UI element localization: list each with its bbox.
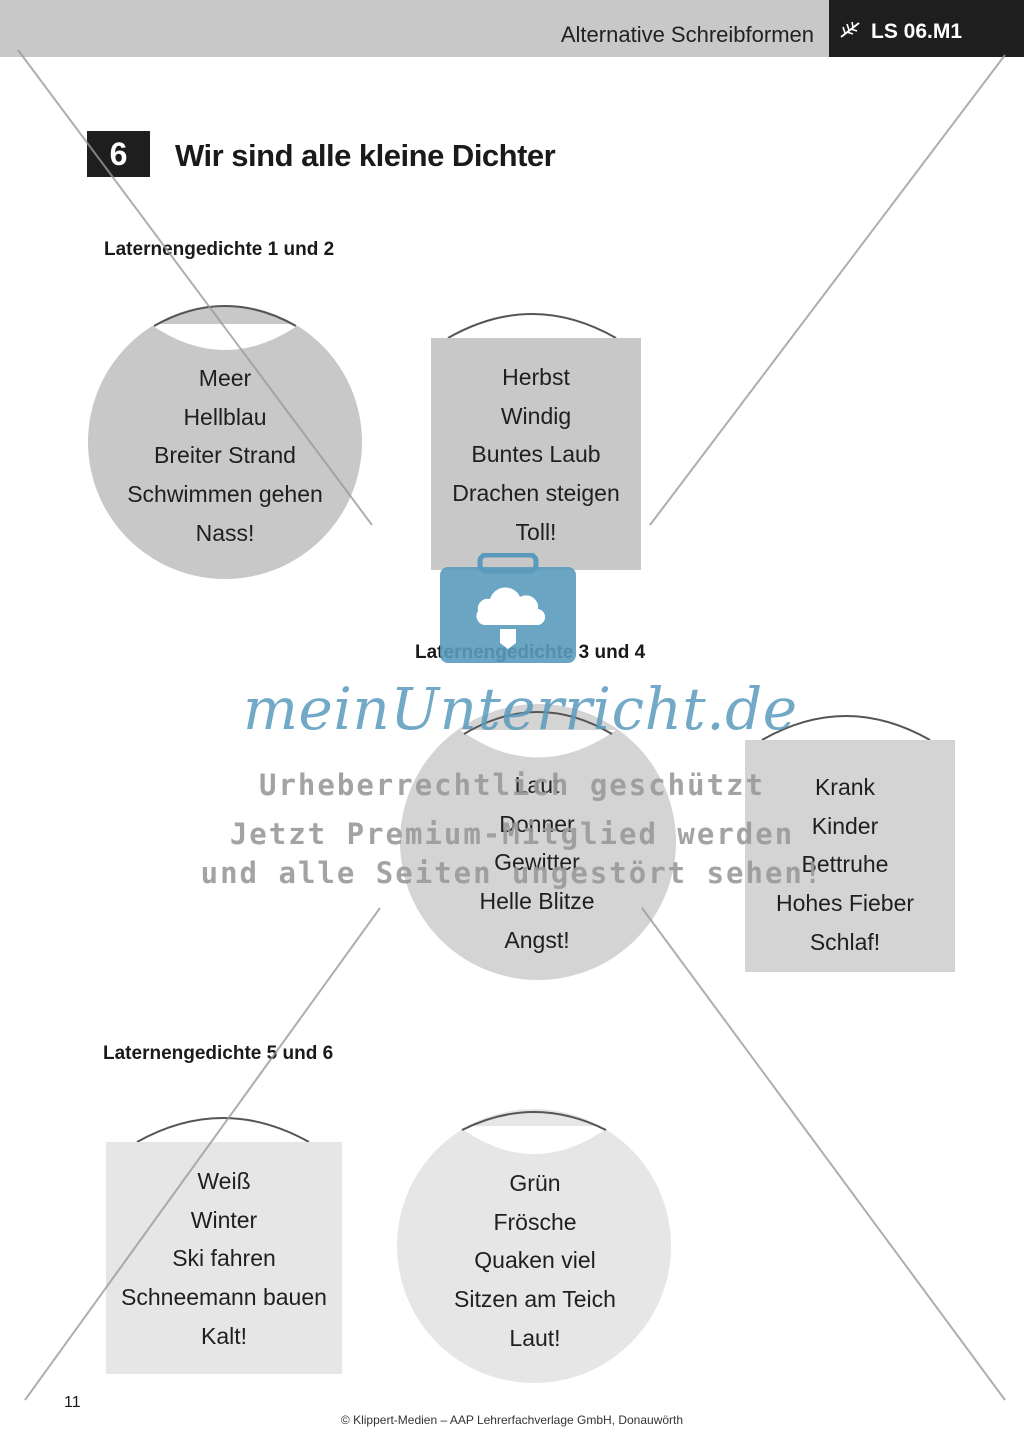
- poem-line: Grün: [509, 1170, 561, 1196]
- poem-line: Frösche: [493, 1208, 577, 1235]
- page-title: Wir sind alle kleine Dichter: [175, 138, 556, 173]
- poem-line: Laut: [514, 772, 560, 798]
- poem-line: Quaken viel: [474, 1247, 596, 1274]
- briefcase-cloud-icon: [440, 553, 576, 663]
- poem-line: Bettruhe: [801, 851, 889, 878]
- header-title: Alternative Schreibformen: [560, 22, 814, 47]
- watermark-line-3: und alle Seiten ungestört sehen!: [200, 856, 824, 890]
- poem-3: Laut Donner Gewitter Helle Blitze Angst!: [402, 766, 672, 960]
- poem-line: Windig: [500, 402, 572, 429]
- poem-line: Donner: [499, 810, 575, 837]
- poem-line: Gewitter: [494, 849, 580, 876]
- section-label-3: Laternengedichte 5 und 6: [103, 1043, 334, 1064]
- watermark-logo: meinUnterricht.de: [243, 675, 798, 743]
- copyright-notice: © Klippert-Medien – AAP Lehrerfachverlag…: [340, 1413, 684, 1427]
- lantern-circle-3: [400, 704, 676, 980]
- feather-arrow-icon: [840, 21, 860, 38]
- poem-line: Kalt!: [200, 1322, 248, 1349]
- poem-line: Meer: [198, 365, 252, 391]
- poem-line: Schneemann bauen: [121, 1284, 327, 1311]
- poem-line: Helle Blitze: [479, 888, 595, 915]
- poem-line: Drachen steigen: [452, 480, 620, 507]
- poem-line: Krank: [814, 774, 876, 800]
- poem-line: Hellblau: [183, 403, 267, 430]
- poem-line: Kinder: [811, 812, 879, 839]
- page-number: 11: [64, 1394, 81, 1411]
- badge-label: LS 06.M1: [871, 20, 963, 43]
- poem-2: Herbst Windig Buntes Laub Drachen steige…: [431, 358, 641, 552]
- poem-line: Herbst: [502, 364, 570, 390]
- task-number: 6: [87, 131, 150, 177]
- poem-line: Toll!: [515, 518, 557, 545]
- watermark-line-2: Jetzt Premium-Mitglied werden: [229, 817, 795, 851]
- poem-line: Nass!: [195, 519, 255, 546]
- poem-line: Breiter Strand: [154, 442, 296, 469]
- poem-line: Ski fahren: [172, 1245, 276, 1272]
- poem-line: Laut!: [509, 1324, 561, 1351]
- poem-line: Angst!: [504, 926, 570, 953]
- poem-line: Weiß: [197, 1168, 251, 1194]
- poem-6: Grün Frösche Quaken viel Sitzen am Teich…: [400, 1164, 670, 1358]
- poem-line: Winter: [190, 1206, 258, 1233]
- lantern-circle-6: [397, 1109, 671, 1383]
- poem-1: Meer Hellblau Breiter Strand Schwimmen g…: [90, 359, 360, 553]
- section-label-1: Laternengedichte 1 und 2: [104, 239, 335, 260]
- header-bar: [0, 0, 829, 57]
- poem-5: Weiß Winter Ski fahren Schneemann bauen …: [106, 1162, 342, 1356]
- watermark-line-1: Urheberrechtlich geschützt: [259, 768, 765, 802]
- poem-line: Schwimmen gehen: [127, 481, 323, 508]
- header-badge: LS 06.M1: [829, 0, 1024, 57]
- poem-line: Buntes Laub: [471, 441, 601, 468]
- poem-line: Sitzen am Teich: [454, 1286, 616, 1313]
- poem-line: Schlaf!: [809, 928, 881, 955]
- lantern-rect-2: [431, 313, 641, 570]
